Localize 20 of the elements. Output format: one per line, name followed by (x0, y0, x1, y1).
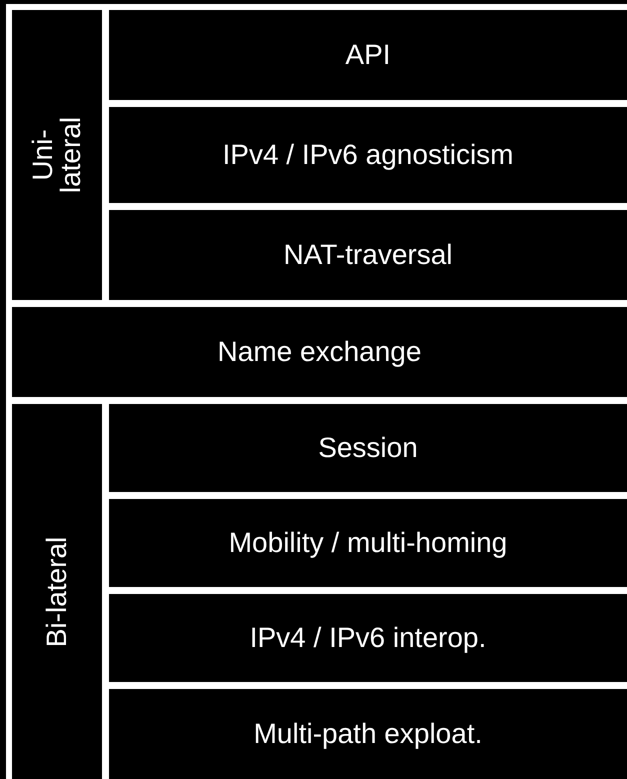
layer-label: Name exchange (218, 336, 422, 368)
layer-label: Mobility / multi-homing (228, 527, 508, 559)
layer-label: IPv4 / IPv6 agnosticism (222, 139, 514, 171)
layer-box (109, 594, 627, 682)
layer-label: NAT-traversal (283, 239, 453, 271)
layer-box (109, 499, 627, 587)
layer-label: Session (318, 432, 418, 464)
layer-box (109, 107, 627, 203)
layer-box (109, 210, 627, 300)
layer-label: API (345, 39, 391, 71)
layer-box (109, 689, 627, 779)
group-panel (12, 10, 627, 300)
layer-label: IPv4 / IPv6 interop. (250, 622, 486, 654)
group-panel (12, 404, 627, 779)
group-label: Bi-lateral (43, 535, 71, 649)
group-label: Uni- lateral (29, 116, 85, 196)
layer-label: Multi-path exploat. (254, 718, 482, 750)
layer-box (12, 307, 627, 397)
layer-box (109, 10, 627, 100)
layer-box (109, 404, 627, 492)
